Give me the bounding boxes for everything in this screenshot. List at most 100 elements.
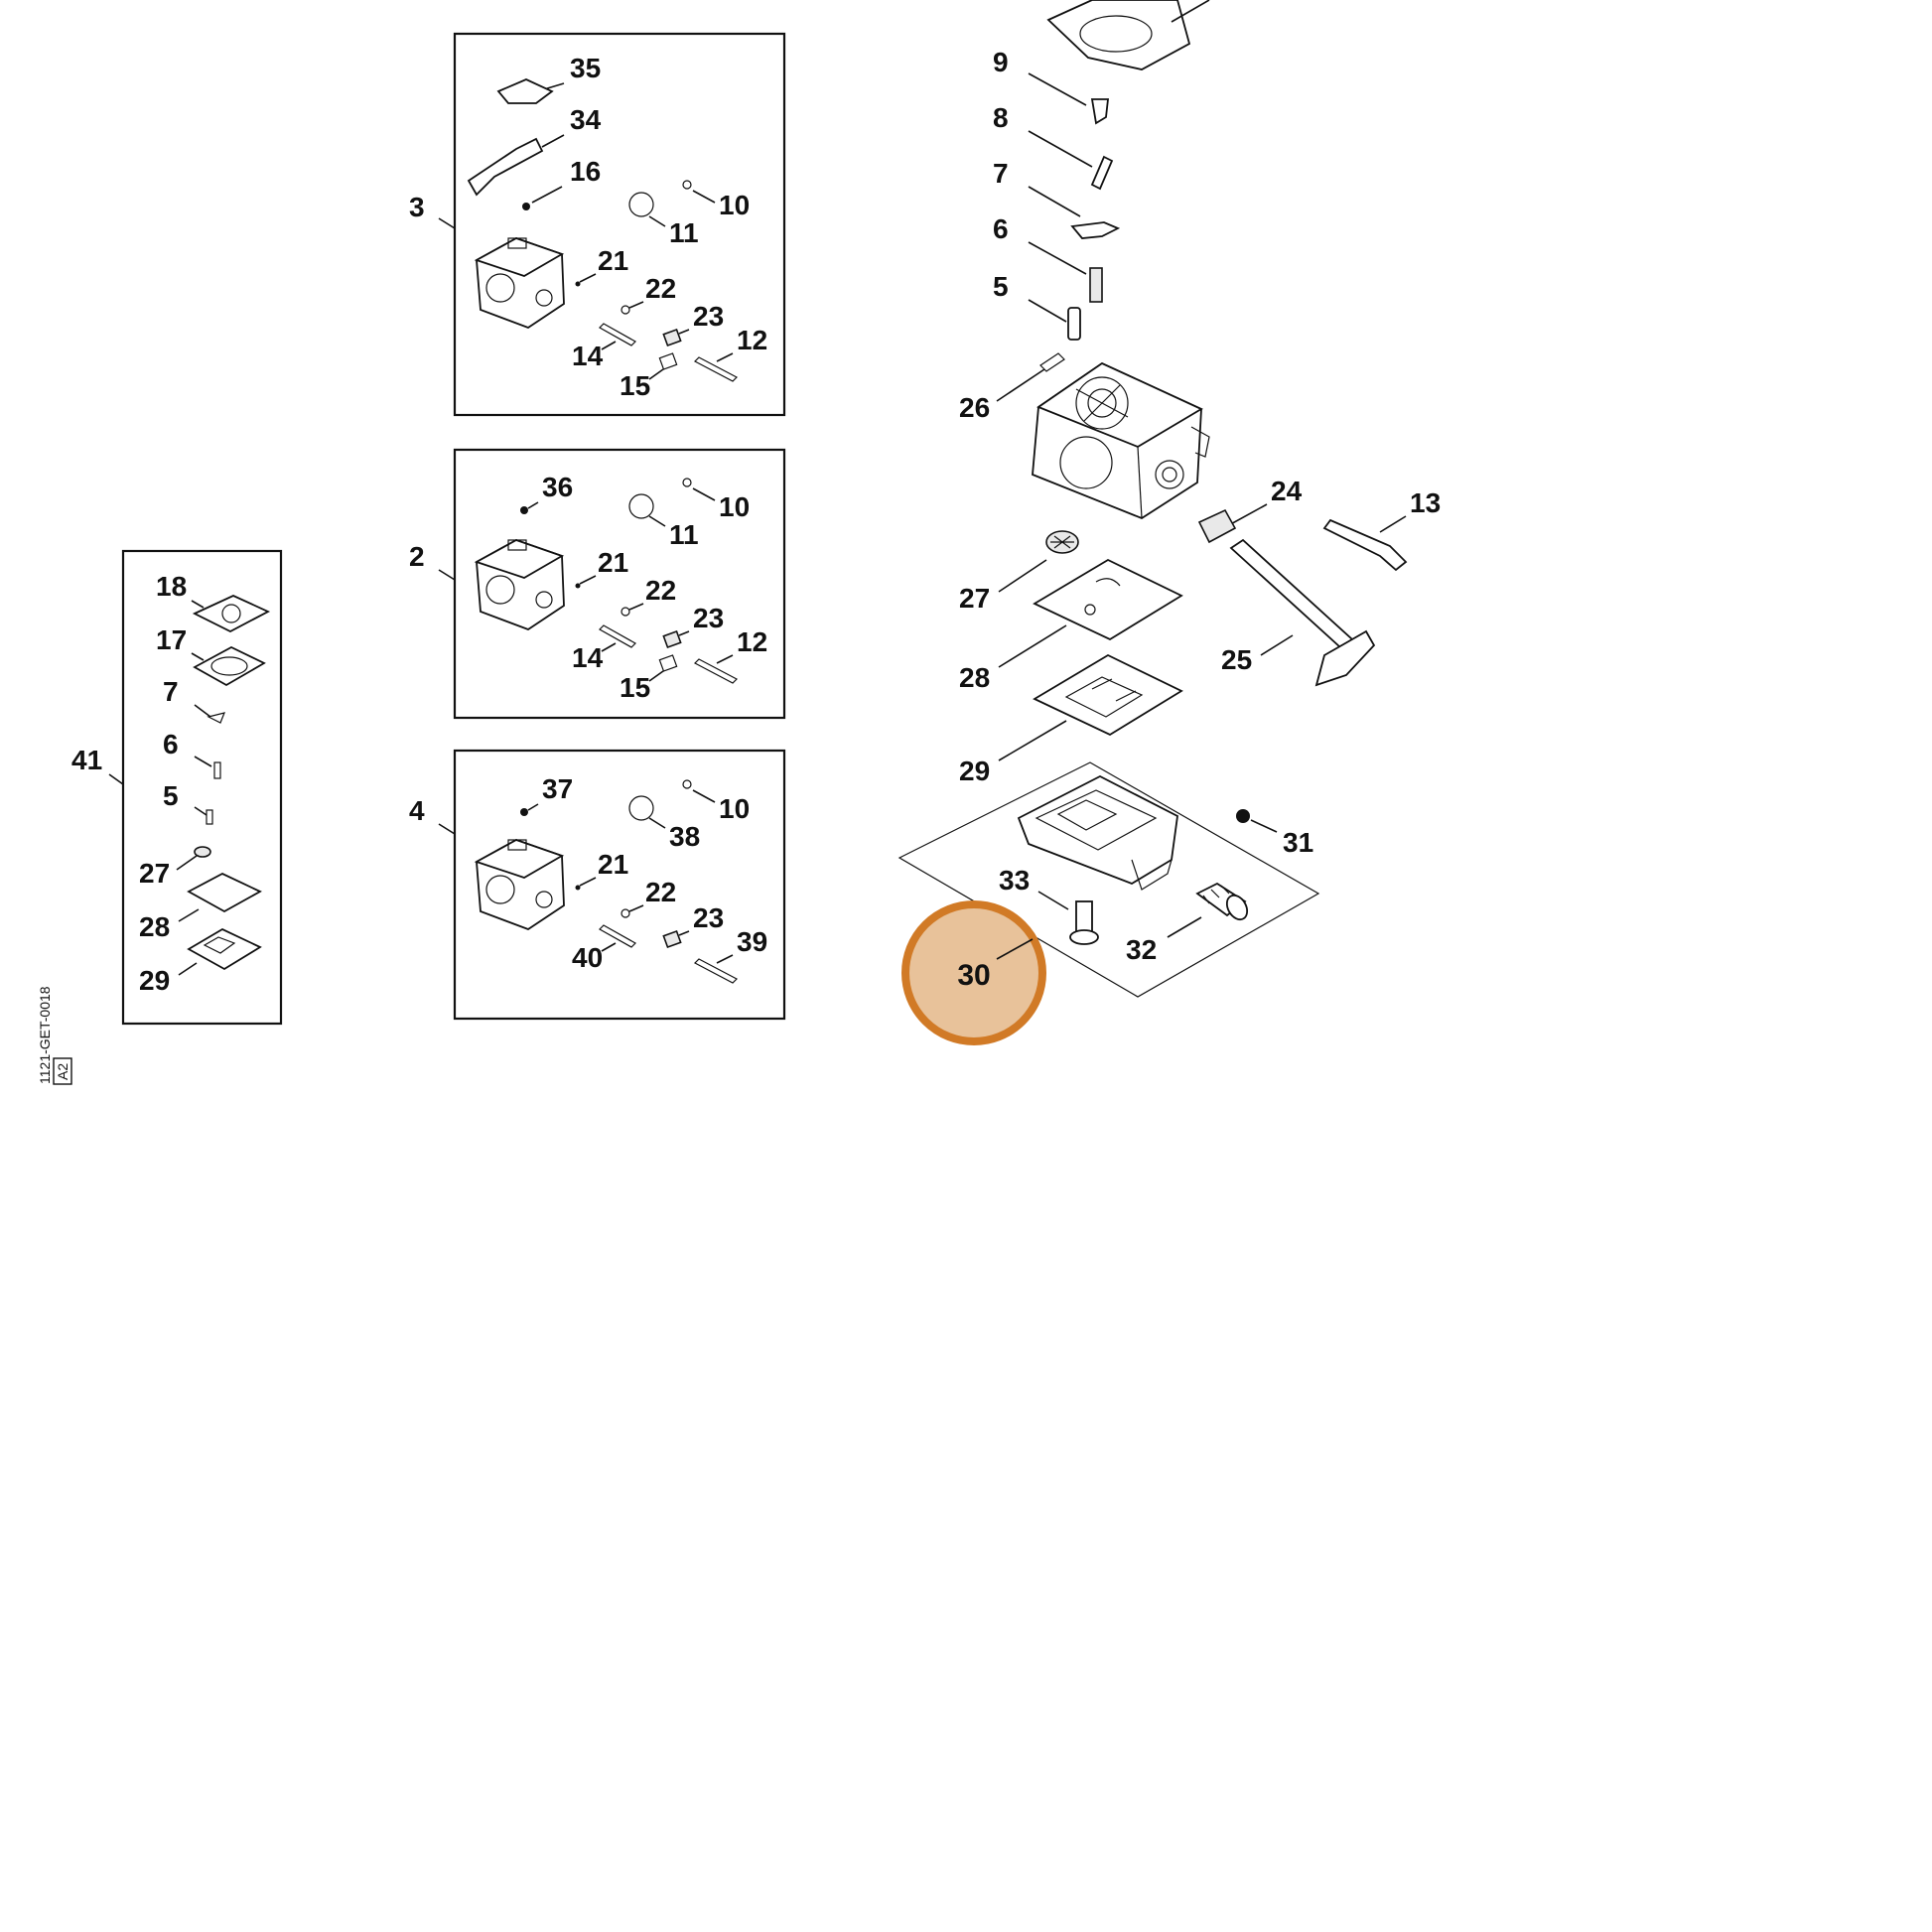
callout-22c[interactable]: 22: [645, 877, 676, 907]
part-13-adjust-screw: [1322, 518, 1408, 572]
part-9-screw: [1090, 98, 1110, 125]
callout-27[interactable]: 27: [139, 858, 170, 889]
part-8-pin: [1090, 155, 1114, 191]
part-7-lever: [1070, 221, 1121, 239]
callout-4[interactable]: 4: [409, 795, 425, 826]
callout-23b[interactable]: 23: [693, 603, 724, 633]
callout-8[interactable]: 8: [993, 102, 1009, 133]
part-30-pump-cover: [1017, 774, 1178, 891]
callout-39[interactable]: 39: [737, 926, 767, 957]
part-carburetor-body-4: [474, 839, 565, 931]
part-6-spring: [213, 761, 221, 779]
callout-32[interactable]: 32: [1126, 934, 1157, 965]
callout-21[interactable]: 21: [598, 245, 628, 276]
callout-35[interactable]: 35: [570, 53, 601, 83]
callout-18[interactable]: 18: [156, 571, 187, 602]
kit-4-box: [453, 749, 786, 1021]
callout-7m[interactable]: 7: [993, 158, 1009, 189]
callout-13[interactable]: 13: [1410, 487, 1441, 518]
callout-38[interactable]: 38: [669, 821, 700, 852]
callout-29[interactable]: 29: [139, 965, 170, 996]
part-38-throttle-plate: [628, 795, 654, 821]
callout-10b[interactable]: 10: [719, 491, 750, 522]
callout-17[interactable]: 17: [156, 624, 187, 655]
callout-30[interactable]: 30: [957, 959, 990, 992]
part-29-diaphragm: [187, 927, 262, 971]
drawing-code-number: 1121-GET-0018: [37, 986, 53, 1084]
callout-21c[interactable]: 21: [598, 849, 628, 880]
kit-3-group[interactable]: 3 35 34 16 10 11 21 22 23: [409, 32, 786, 417]
part-29-diaphragm: [1033, 653, 1183, 737]
callout-15b[interactable]: 15: [620, 672, 650, 703]
part-22-washer: [621, 305, 630, 315]
callout-31[interactable]: 31: [1283, 827, 1313, 858]
callout-3[interactable]: 3: [409, 192, 425, 222]
callout-28[interactable]: 28: [139, 911, 170, 942]
callout-2[interactable]: 2: [409, 541, 425, 572]
callout-27m[interactable]: 27: [959, 583, 990, 614]
part-18-diaphragm-cover: [192, 595, 271, 633]
callout-41[interactable]: 41: [71, 745, 102, 775]
part-carburetor-body-3: [474, 237, 565, 330]
callout-5[interactable]: 5: [163, 780, 179, 811]
part-25-throttle-shaft: [1229, 538, 1354, 649]
callout-28m[interactable]: 28: [959, 662, 990, 693]
callout-9[interactable]: 9: [993, 47, 1009, 77]
callout-12b[interactable]: 12: [737, 626, 767, 657]
callout-33[interactable]: 33: [999, 865, 1030, 896]
part-15-cap: [658, 352, 678, 370]
part-35-bracket: [496, 78, 554, 104]
callout-12[interactable]: 12: [737, 325, 767, 355]
callout-25[interactable]: 25: [1221, 644, 1252, 675]
callout-22[interactable]: 22: [645, 273, 676, 304]
part-31-ball: [1236, 809, 1250, 823]
callout-34[interactable]: 34: [570, 104, 602, 135]
part-top-gasket: [1046, 0, 1191, 70]
kit-3-box: [453, 32, 786, 417]
callout-29m[interactable]: 29: [959, 756, 990, 786]
part-32-plug-screw: [1195, 882, 1249, 921]
part-5-inlet-needle: [206, 809, 213, 825]
kit-4-group[interactable]: 4 37 10 38 21 22 23 40 39: [409, 749, 786, 1021]
callout-40[interactable]: 40: [572, 942, 603, 973]
kit-2-group[interactable]: 2 36 10 11 21 22 23 14 15: [409, 448, 786, 720]
callout-15[interactable]: 15: [620, 370, 650, 401]
callout-24[interactable]: 24: [1271, 476, 1303, 506]
part-11-throttle-plate: [628, 192, 654, 217]
highlight-part-30[interactable]: 30: [901, 900, 1046, 1045]
callout-7[interactable]: 7: [163, 676, 179, 707]
main-exploded-view: 9 8 7 6 5 26 24: [897, 0, 1441, 998]
part-16-screw: [522, 203, 530, 210]
part-10-screw: [682, 180, 692, 190]
callout-11[interactable]: 11: [669, 217, 699, 248]
callout-6m[interactable]: 6: [993, 213, 1009, 244]
part-27-strainer: [194, 846, 211, 858]
part-33-screw: [1069, 900, 1099, 945]
part-6-spring: [1089, 267, 1103, 303]
callout-16[interactable]: 16: [570, 156, 601, 187]
callout-26[interactable]: 26: [959, 392, 990, 423]
callout-23[interactable]: 23: [693, 301, 724, 332]
callout-23c[interactable]: 23: [693, 902, 724, 933]
callout-6[interactable]: 6: [163, 729, 179, 759]
callout-22b[interactable]: 22: [645, 575, 676, 606]
callout-5m[interactable]: 5: [993, 271, 1009, 302]
part-main-carburetor-body: [1032, 361, 1210, 520]
callout-37[interactable]: 37: [542, 773, 573, 804]
callout-14b[interactable]: 14: [572, 642, 604, 673]
highlight-circle[interactable]: [901, 900, 1046, 1045]
part-12-adjust-screw: [693, 356, 739, 382]
callout-11b[interactable]: 11: [669, 519, 699, 550]
part-24-spring: [1197, 508, 1237, 544]
callout-36[interactable]: 36: [542, 472, 573, 502]
kit-41-group[interactable]: 41 18 17 7 6 5 27 28 29: [71, 549, 283, 1026]
part-34-lever: [467, 137, 544, 197]
callout-10c[interactable]: 10: [719, 793, 750, 824]
part-carburetor-body-2: [474, 539, 565, 631]
part-17-gasket: [193, 645, 266, 687]
drawing-code: 1121-GET-0018 A2: [37, 986, 72, 1085]
callout-14[interactable]: 14: [572, 341, 604, 371]
callout-10[interactable]: 10: [719, 190, 750, 220]
callout-21b[interactable]: 21: [598, 547, 628, 578]
